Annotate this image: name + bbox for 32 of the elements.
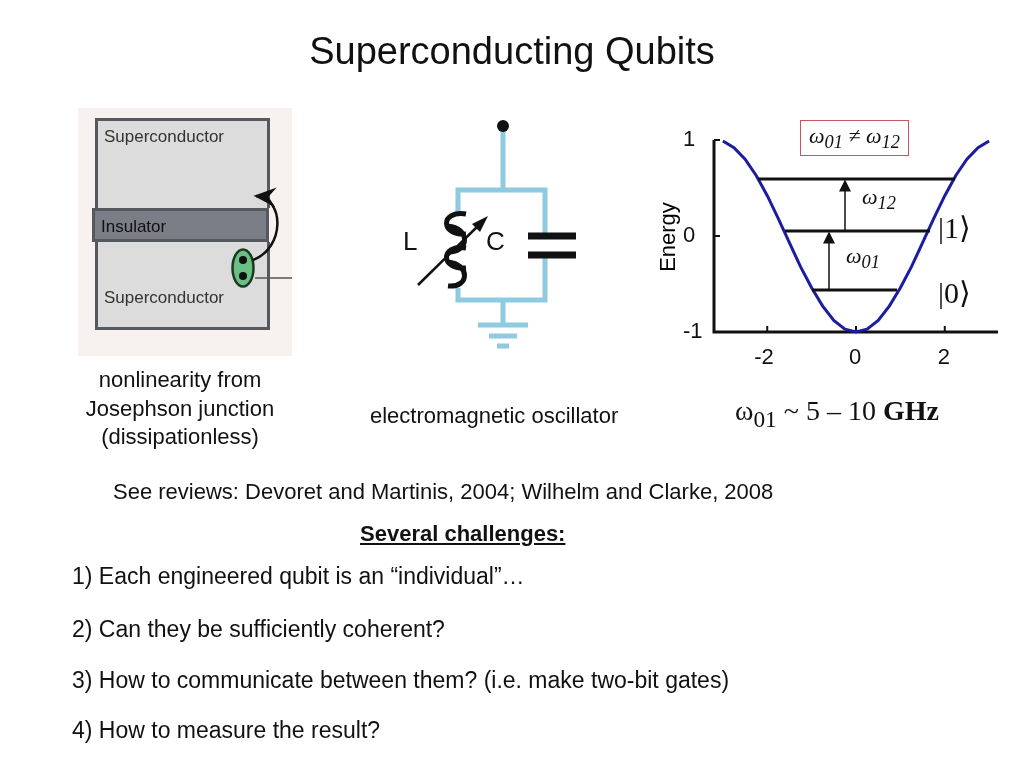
circuit-label: C	[486, 225, 505, 258]
section-heading: Several challenges:	[360, 520, 566, 548]
layer-label: Superconductor	[104, 288, 225, 307]
slide-title: Superconducting Qubits	[309, 30, 715, 73]
tick-label: 0	[849, 344, 862, 370]
layer-label: Superconductor	[104, 127, 225, 146]
tick-label: 1	[683, 126, 696, 152]
tick-label: -2	[754, 344, 774, 370]
caption: nonlinearity from Josephson junction (dissipationless)	[84, 366, 276, 452]
layer-label: Insulator	[101, 217, 167, 236]
state-label: |0⟩	[938, 275, 971, 310]
superconductor-layer	[95, 118, 270, 208]
tick-label: 0	[683, 222, 696, 248]
reference-note: See reviews: Devoret and Martinis, 2004; Wilhelm and Clarke, 2008	[113, 478, 774, 506]
tick-label: 2	[937, 344, 950, 370]
axis-label: Energy	[654, 202, 681, 272]
insulator-layer	[92, 208, 269, 242]
frequency-note: ω$_{01}$ ≠ ω$_{12}$	[800, 120, 909, 157]
state-label: ω$_{12}$	[862, 184, 896, 215]
tunneling-arrow	[252, 190, 279, 262]
leader-line	[254, 277, 293, 279]
state-label: |1⟩	[938, 210, 971, 245]
list-item: 4) How to measure the result?	[72, 716, 381, 745]
list-item: 2) Can they be sufficiently coherent?	[72, 615, 445, 644]
tick-label: -1	[683, 318, 703, 344]
circuit-label: L	[403, 225, 418, 258]
list-item: 1) Each engineered qubit is an “individual”…	[72, 562, 525, 591]
caption: electromagnetic oscillator	[370, 402, 619, 430]
frequency-range: ω$_{01}$ ~ 5 – 10 GHz	[735, 394, 939, 434]
list-item: 3) How to communicate between them? (i.e. make two-bit gates)	[72, 666, 730, 695]
superconductor-layer	[95, 242, 270, 330]
state-label: ω$_{01}$	[846, 243, 880, 274]
